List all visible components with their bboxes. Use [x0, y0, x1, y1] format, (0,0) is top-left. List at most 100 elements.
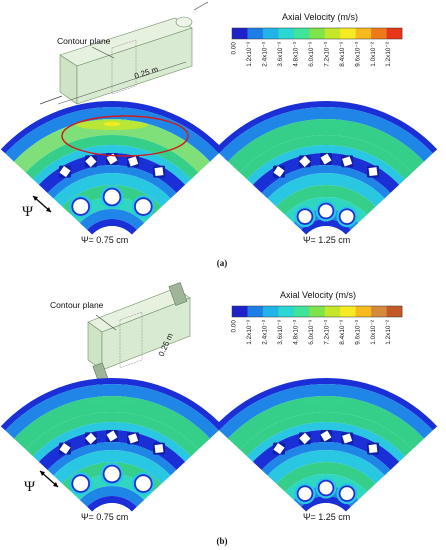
legend-tick-label: 1.2x10⁻³ [246, 42, 253, 67]
legend-tick-label: 8.4x10⁻³ [339, 320, 346, 345]
contour-hotspot-core [104, 122, 120, 126]
square-obstacle [320, 153, 332, 165]
contour-band [79, 208, 145, 230]
legend-swatch [355, 28, 372, 39]
psi-arrow-bottom-a [46, 207, 51, 212]
contour-plane-label-b: Contour plane [50, 300, 104, 310]
contour-band [261, 164, 391, 199]
legend-swatch [247, 28, 264, 39]
legend-tick-label: 1.0x10⁻² [370, 42, 377, 67]
panel-b: Contour plane 0.25 m Axial Velocity (m/s… [0, 282, 438, 546]
contour-band [247, 144, 405, 185]
square-obstacle [106, 430, 118, 442]
legend-swatch [232, 28, 248, 39]
legend-swatch [262, 306, 279, 317]
legend-frame [231, 27, 403, 40]
contour-band [239, 412, 413, 457]
contour-band [25, 412, 199, 457]
caption-right-b: Ψ= 1.25 cm [303, 512, 350, 522]
square-obstacle [154, 167, 164, 177]
legend-title-b: Axial Velocity (m/s) [280, 290, 356, 300]
contour-hotspot [300, 398, 352, 406]
psi-arrow-top-b [40, 471, 45, 476]
contour-band [267, 172, 385, 207]
legend-tick-label: 9.6x10⁻³ [354, 320, 361, 345]
square-obstacle [299, 155, 311, 168]
legend-swatch [371, 306, 387, 317]
psi-arrow-bottom-b [53, 482, 58, 487]
hotspot-ellipse-a [61, 115, 189, 157]
contour-band [62, 185, 162, 215]
square-obstacle [154, 444, 164, 454]
legend-tick-label: 1.2x10⁻² [385, 42, 392, 67]
square-obstacle [59, 443, 71, 455]
contour-band [5, 384, 219, 439]
contour-band [285, 474, 367, 500]
contour-band [87, 496, 137, 512]
square-obstacle [128, 433, 139, 444]
panel-letter-a: (a) [217, 258, 228, 268]
legend-swatch [386, 28, 403, 39]
square-obstacle [85, 432, 97, 445]
legend-tick-label: 1.0x10⁻² [370, 320, 377, 345]
legend-swatch [262, 28, 279, 39]
circular-tube [135, 199, 151, 215]
circular-tube [135, 476, 151, 492]
legend-tick-label: 8.4x10⁻³ [339, 42, 346, 67]
contour-sector-a-right [214, 101, 438, 253]
legend-swatch [309, 28, 326, 39]
legend-swatch [293, 28, 310, 39]
contour-band [252, 429, 400, 470]
circular-tube [340, 210, 354, 224]
contour-band [87, 219, 137, 235]
legend-swatch [278, 28, 295, 39]
circular-tube [319, 481, 333, 495]
contour-band [219, 384, 433, 439]
contour-band [276, 461, 376, 492]
contour-band [214, 101, 438, 154]
legend-tick-label: 6.0x10⁻³ [308, 320, 315, 345]
contour-band [276, 185, 376, 215]
contour-band [62, 462, 162, 492]
legend-tick-label: 1.2x10⁻³ [246, 320, 253, 345]
legend-swatch [340, 306, 356, 317]
contour-band [239, 134, 413, 180]
circular-tube [319, 204, 333, 218]
legend-tick-label: 0.00 [231, 42, 238, 55]
circular-tube [340, 487, 354, 501]
legend-tick-label: 6.0x10⁻³ [308, 42, 315, 67]
legend-tick-label: 9.6x10⁻³ [354, 42, 361, 67]
legend-title-a: Axial Velocity (m/s) [282, 12, 358, 22]
contour-band [33, 421, 191, 462]
contour-band [13, 396, 211, 450]
caption-left-b: Ψ= 0.75 cm [81, 512, 128, 522]
contour-hotspot [300, 121, 352, 129]
contour-band [47, 441, 177, 476]
legend-tick-label: 3.6x10⁻³ [277, 320, 284, 345]
legend-swatch [386, 306, 403, 317]
legend-frame [231, 305, 403, 318]
legend-swatch [278, 306, 295, 317]
legend-tick-label: 1.2x10⁻² [385, 320, 392, 345]
square-obstacle [273, 443, 285, 455]
square-obstacle [320, 430, 332, 442]
sector-hub [91, 503, 133, 530]
square-obstacle [299, 432, 311, 445]
legend-tick-label: 4.8x10⁻³ [293, 320, 300, 345]
contour-band [53, 172, 171, 207]
legend-swatch [309, 306, 326, 317]
legend-colorbar-a [231, 27, 403, 40]
circular-tube [104, 466, 120, 482]
contour-band [38, 429, 186, 470]
legend-swatch [340, 28, 356, 39]
contour-band [47, 165, 177, 199]
contour-band [261, 441, 391, 476]
circular-tube [73, 199, 89, 215]
square-obstacle [342, 156, 353, 167]
psi-arrow-top-a [33, 196, 38, 201]
contour-band [219, 106, 433, 162]
contour-sector-b-right [214, 378, 438, 530]
